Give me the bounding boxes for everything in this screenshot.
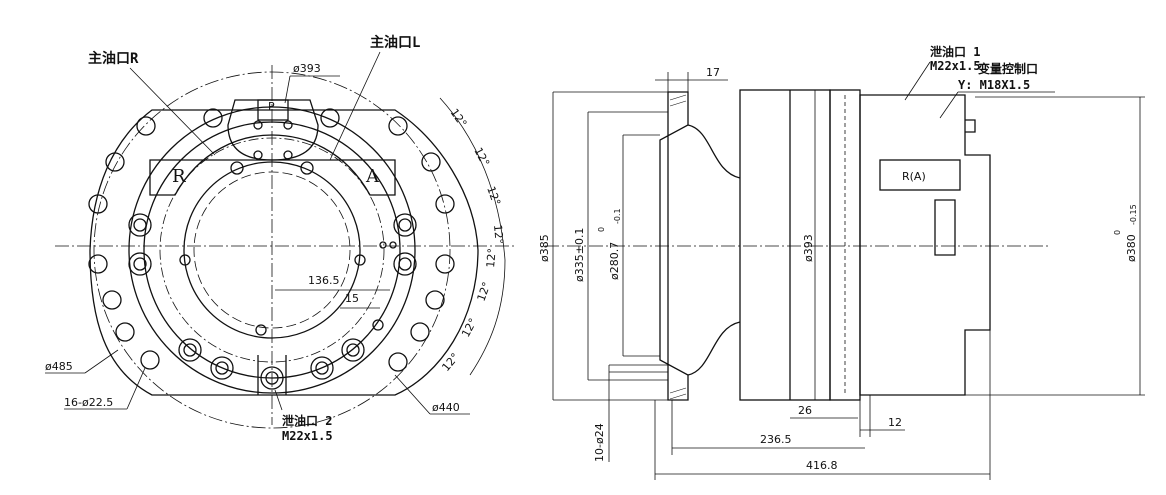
dia-380-tol-bottom: -0.15 <box>1129 204 1138 225</box>
letter-a: A <box>365 166 380 187</box>
drain-2-thread: M22x1.5 <box>282 429 333 443</box>
dim-136-label: 136.5 <box>308 274 340 287</box>
angle-label-8: 12° <box>439 351 461 374</box>
dia-393-side-label: ø393 <box>802 234 815 262</box>
dia-380-label: ø380 <box>1125 234 1138 262</box>
dia-380-tol-top: 0 <box>1113 230 1122 235</box>
drain-1-title: 泄油口 1 <box>930 44 980 59</box>
port-ra-label: R(A) <box>902 170 926 183</box>
dim-15-label: 15 <box>345 292 359 305</box>
drain-1-thread: M22x1.5 <box>930 59 981 73</box>
front-view: 主油口R 主油口L ø393 R A P 12° 12° 12° 12° 12°… <box>45 34 515 443</box>
angle-label-7: 12° <box>459 316 480 339</box>
dia-440-label: ø440 <box>432 401 460 414</box>
variable-port-thread: Y: M18X1.5 <box>958 78 1030 92</box>
angle-label-5: 12° <box>484 248 499 269</box>
dia-385-label: ø385 <box>538 234 551 262</box>
letter-r: R <box>172 166 186 187</box>
dim-12-label: 12 <box>888 416 902 429</box>
side-view: R(A) ø385 ø335±0.1 ø280.7 0 -0.1 ø393 ø3… <box>538 44 1145 480</box>
holes-label: 16-ø22.5 <box>64 396 113 409</box>
main-port-r-label: 主油口R <box>88 50 139 67</box>
letter-p: P <box>268 100 275 113</box>
angle-label-4: 12° <box>491 224 506 245</box>
dia-280-label: ø280.7 <box>608 242 621 280</box>
holes-bottom-label: 10-ø24 <box>593 423 606 462</box>
drain-2-title: 泄油口 2 <box>282 413 332 428</box>
dim-236-label: 236.5 <box>760 433 792 446</box>
dia-393-label: ø393 <box>293 62 321 75</box>
dia-335-label: ø335±0.1 <box>573 228 586 282</box>
dia-280-tol-top: 0 <box>597 227 606 232</box>
variable-port-title: 变量控制口 <box>978 61 1038 76</box>
dim-26-label: 26 <box>798 404 812 417</box>
angle-label-3: 12° <box>484 185 503 208</box>
main-port-l-label: 主油口L <box>370 34 420 51</box>
dim-17-label: 17 <box>706 66 720 79</box>
dim-416-label: 416.8 <box>806 459 838 472</box>
angle-label-6: 12° <box>475 280 494 303</box>
angle-label-2: 12° <box>471 145 492 168</box>
angle-label-1: 12° <box>448 106 470 129</box>
dia-280-tol-bottom: -0.1 <box>613 208 622 224</box>
dia-485-label: ø485 <box>45 360 73 373</box>
